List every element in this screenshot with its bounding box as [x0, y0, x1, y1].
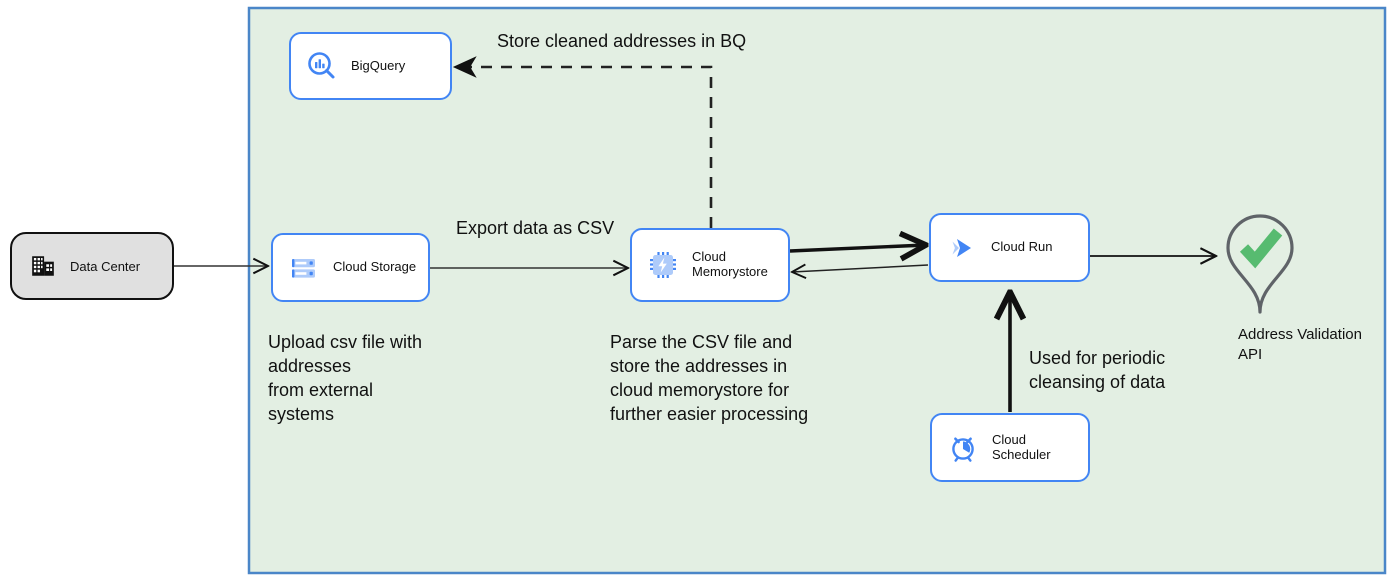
edge-memorystore-to-bigquery	[452, 56, 713, 228]
data-center-label: Data Center	[70, 258, 141, 274]
node-data-center[interactable]: Data Center	[10, 232, 174, 300]
node-bigquery[interactable]: BigQuery	[289, 32, 452, 100]
node-cloud-run[interactable]: Cloud Run	[929, 213, 1090, 282]
node-cloud-storage[interactable]: Cloud Storage	[271, 233, 430, 302]
cloud-run-label: Cloud Run	[991, 239, 1053, 255]
annotation-upload-csv: Upload csv file with addresses from exte…	[268, 332, 423, 424]
edge-memorystore-to-run	[789, 245, 926, 251]
bigquery-label: BigQuery	[351, 57, 406, 73]
cloud-storage-icon	[287, 251, 321, 285]
edge-label-periodic-cleansing: Used for periodic cleansing of data	[1029, 348, 1166, 392]
gcp-boundary-rect	[247, 6, 1387, 575]
map-pin-check-icon	[1220, 206, 1300, 316]
cloud-scheduler-label: Cloud Scheduler	[992, 431, 1051, 462]
cloud-run-icon	[945, 231, 979, 265]
node-cloud-memorystore[interactable]: Cloud Memorystore	[630, 228, 790, 302]
edge-label-export-data-as-csv: Export data as CSV	[456, 218, 615, 238]
cloud-scheduler-icon	[946, 431, 980, 465]
data-center-icon	[30, 253, 56, 279]
cloud-memorystore-icon	[646, 248, 680, 282]
edge-run-to-memorystore	[792, 265, 929, 272]
address-validation-api-label: Address Validation API	[1238, 326, 1362, 363]
annotation-parse-csv: Parse the CSV file and store the address…	[610, 332, 809, 424]
cloud-storage-label: Cloud Storage	[333, 259, 417, 275]
node-cloud-scheduler[interactable]: Cloud Scheduler	[930, 413, 1090, 482]
bigquery-icon	[305, 49, 339, 83]
edge-label-store-cleaned-addresses: Store cleaned addresses in BQ	[497, 31, 747, 51]
cloud-memorystore-label: Cloud Memorystore	[692, 249, 768, 279]
